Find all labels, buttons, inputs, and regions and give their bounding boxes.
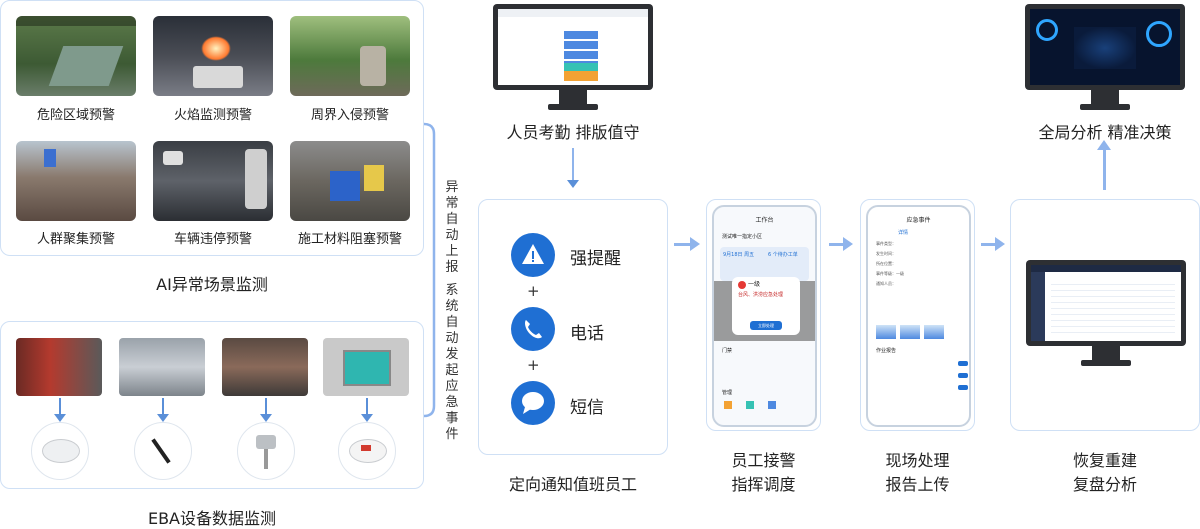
analysis-monitor xyxy=(1025,4,1185,110)
caption-perimeter: 周界入侵预警 xyxy=(310,108,389,123)
phone-b-row-4: 事件等级：一级 xyxy=(876,271,904,276)
notify-label-alert: 强提醒 xyxy=(570,249,621,269)
phone-b-section: 作业报告 xyxy=(876,348,897,354)
recover-up-arrow xyxy=(1103,148,1106,190)
notify-label-sms: 短信 xyxy=(570,398,604,418)
notify-label-phone: 电话 xyxy=(570,324,604,344)
phone-a-alert-body: 台风、洪涝应急处理 xyxy=(738,292,784,298)
onsite-caption-1: 现场处理 xyxy=(885,451,950,470)
perimeter-photo xyxy=(290,16,410,96)
phone-b-row-3: 所在位置： xyxy=(876,261,896,266)
caption-construction: 施工材料阻塞预警 xyxy=(297,232,402,247)
ai-panel-title: AI异常场景监测 xyxy=(156,275,268,294)
phone-a-header: 工作台 xyxy=(755,217,774,224)
caption-fire: 火焰监测预警 xyxy=(173,108,252,123)
phone-a-alert-button[interactable]: 立即处理 xyxy=(750,321,782,330)
phone-a-pending: 6 个待办工单 xyxy=(768,252,798,258)
caption-danger-zone: 危险区域预警 xyxy=(36,108,115,123)
attendance-caption: 人员考勤 排版值守 xyxy=(506,123,640,142)
employee-caption-1: 员工接警 xyxy=(731,451,796,470)
onsite-panel: 应急事件 详情 事件类型： 发生时间： 所在位置： 事件等级：一级 通知人员： … xyxy=(860,199,975,431)
attendance-down-arrow xyxy=(567,148,579,188)
equipment-photo-2 xyxy=(119,338,205,396)
sms-icon xyxy=(511,381,555,425)
phone-a-section-manage: 管理 xyxy=(722,390,733,396)
onsite-phone: 应急事件 详情 事件类型： 发生时间： 所在位置： 事件等级：一级 通知人员： … xyxy=(866,205,971,427)
recover-caption-1: 恢复重建 xyxy=(1072,451,1137,470)
recover-up-arrowhead xyxy=(1097,140,1111,150)
phone-a-section-door: 门禁 xyxy=(722,348,733,354)
onsite-caption-2: 报告上传 xyxy=(885,475,950,494)
eba-arrow-3 xyxy=(260,398,272,422)
eba-arrow-2 xyxy=(157,398,169,422)
gas-detector-icon xyxy=(338,422,396,480)
employee-panel: 工作台 测试唯一指定小区 9月18日 周五 6 个待办工单 一级 台风、洪涝应急… xyxy=(706,199,821,431)
recover-monitor xyxy=(1026,260,1186,366)
eba-monitoring-panel xyxy=(0,321,424,489)
auto-report-label: 异常自动上报 xyxy=(445,180,459,275)
phone-b-row-1: 事件类型： xyxy=(876,241,896,246)
phone-a-date: 9月18日 周五 xyxy=(723,252,755,258)
eba-arrow-4 xyxy=(361,398,373,422)
analysis-caption: 全局分析 精准决策 xyxy=(1038,123,1172,142)
ai-monitoring-panel: 危险区域预警 火焰监测预警 周界入侵预警 人群聚集预警 车辆违停预警 施工材料阻… xyxy=(0,0,424,256)
parking-photo xyxy=(153,141,273,221)
eba-panel-title: EBA设备数据监测 xyxy=(147,509,277,528)
notify-panel: 强提醒 + 电话 + 短信 xyxy=(478,199,668,455)
phone-b-row-5: 通知人员： xyxy=(876,281,896,286)
equipment-photo-1 xyxy=(16,338,102,396)
phone-a-project: 测试唯一指定小区 xyxy=(722,234,763,240)
employee-phone: 工作台 测试唯一指定小区 9月18日 周五 6 个待办工单 一级 台风、洪涝应急… xyxy=(712,205,817,427)
connector-bracket xyxy=(423,122,436,418)
recover-panel xyxy=(1010,199,1200,431)
fire-photo xyxy=(153,16,273,96)
phone-b-header: 应急事件 xyxy=(906,217,931,224)
smoke-detector-icon xyxy=(31,422,89,480)
alert-icon xyxy=(738,281,746,289)
equipment-photo-3 xyxy=(222,338,308,396)
flow-arrow-1 xyxy=(674,237,700,251)
warning-icon xyxy=(511,233,555,277)
danger-zone-photo xyxy=(16,16,136,96)
recover-caption-2: 复盘分析 xyxy=(1072,475,1137,494)
crowd-photo xyxy=(16,141,136,221)
probe-sensor-icon xyxy=(237,422,295,480)
caption-parking: 车辆违停预警 xyxy=(173,232,252,247)
phone-b-tab: 详情 xyxy=(898,230,909,236)
caption-crowd: 人群聚集预警 xyxy=(36,232,115,247)
construction-photo xyxy=(290,141,410,221)
phone-b-row-2: 发生时间： xyxy=(876,251,896,256)
phone-a-alert-title: 一级 xyxy=(748,281,761,288)
flow-arrow-3 xyxy=(981,237,1005,251)
flow-arrow-2 xyxy=(829,237,853,251)
phone-icon xyxy=(511,307,555,351)
eba-arrow-1 xyxy=(54,398,66,422)
employee-caption-2: 指挥调度 xyxy=(731,475,796,494)
notify-caption: 定向通知值班员工 xyxy=(508,475,637,494)
cable-sensor-icon xyxy=(134,422,192,480)
equipment-photo-4 xyxy=(323,338,409,396)
plus-1: + xyxy=(527,282,540,300)
plus-2: + xyxy=(527,356,540,374)
auto-emergency-label: 系统自动发起应急事件 xyxy=(445,283,459,442)
attendance-monitor xyxy=(493,4,653,110)
